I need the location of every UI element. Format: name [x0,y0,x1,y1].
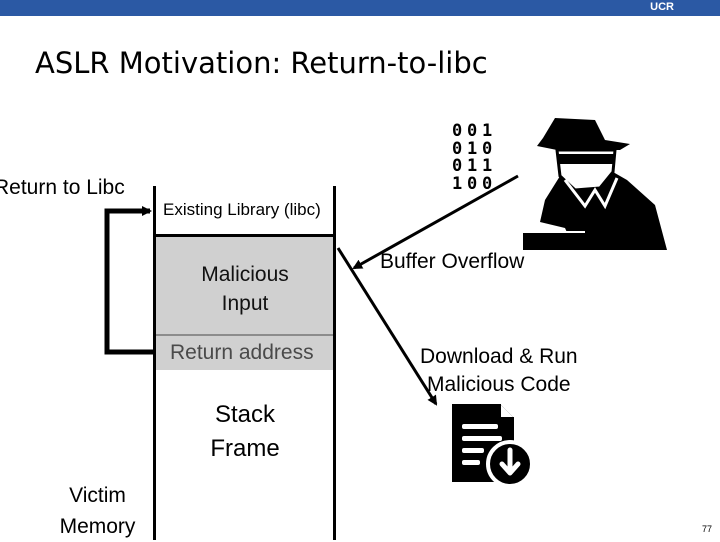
hacker-icon [521,118,667,250]
slide-title: ASLR Motivation: Return-to-libc [35,46,488,80]
stack-frame-line2: Frame [210,435,280,462]
binary-digit: 0 [482,139,492,159]
malicious-input-block [156,237,333,336]
document-download-icon [452,404,534,488]
return-address-block [156,336,333,370]
binary-digit: 0 [452,156,462,176]
malicious-input-line2: Input [221,292,269,315]
stack-frame-line1: Stack [214,401,276,428]
malicious-input-label: Malicious Input [160,260,330,318]
header-bar: UCR [0,0,720,16]
buffer-overflow-label: Buffer Overflow [380,250,525,273]
stack-frame-label: Stack Frame [175,398,315,466]
binary-digit: 1 [482,121,492,141]
download-run-label: Download & Run Malicious Code [420,343,578,399]
library-boundary-line [153,234,336,237]
download-arrow [336,247,438,406]
binary-digit: 0 [452,139,462,159]
download-line1: Download & Run [420,345,578,368]
binary-digit: 0 [482,174,492,194]
binary-digit: 0 [452,121,462,141]
buffer-overflow-arrow [352,174,519,270]
memory-right-wall [333,186,336,540]
victim-memory-line1: Victim [69,484,126,507]
existing-library-label: Existing Library (libc) [163,200,321,219]
binary-digit: 1 [467,156,477,176]
return-loop-arrow [104,206,156,355]
download-line2: Malicious Code [427,373,571,396]
page-number: 77 [701,524,712,534]
return-to-libc-label: Return to Libc [0,176,125,199]
victim-memory-label: Victim Memory [50,480,145,542]
binary-digit: 0 [467,121,477,141]
victim-memory-line2: Memory [59,515,136,538]
return-address-label: Return address [170,341,314,364]
binary-digit: 1 [482,156,492,176]
binary-digit: 0 [467,174,477,194]
memory-left-wall [153,186,156,540]
org-label: UCR [650,1,674,13]
binary-digit: 1 [467,139,477,159]
malicious-input-line1: Malicious [201,263,289,286]
binary-digit: 1 [452,174,462,194]
